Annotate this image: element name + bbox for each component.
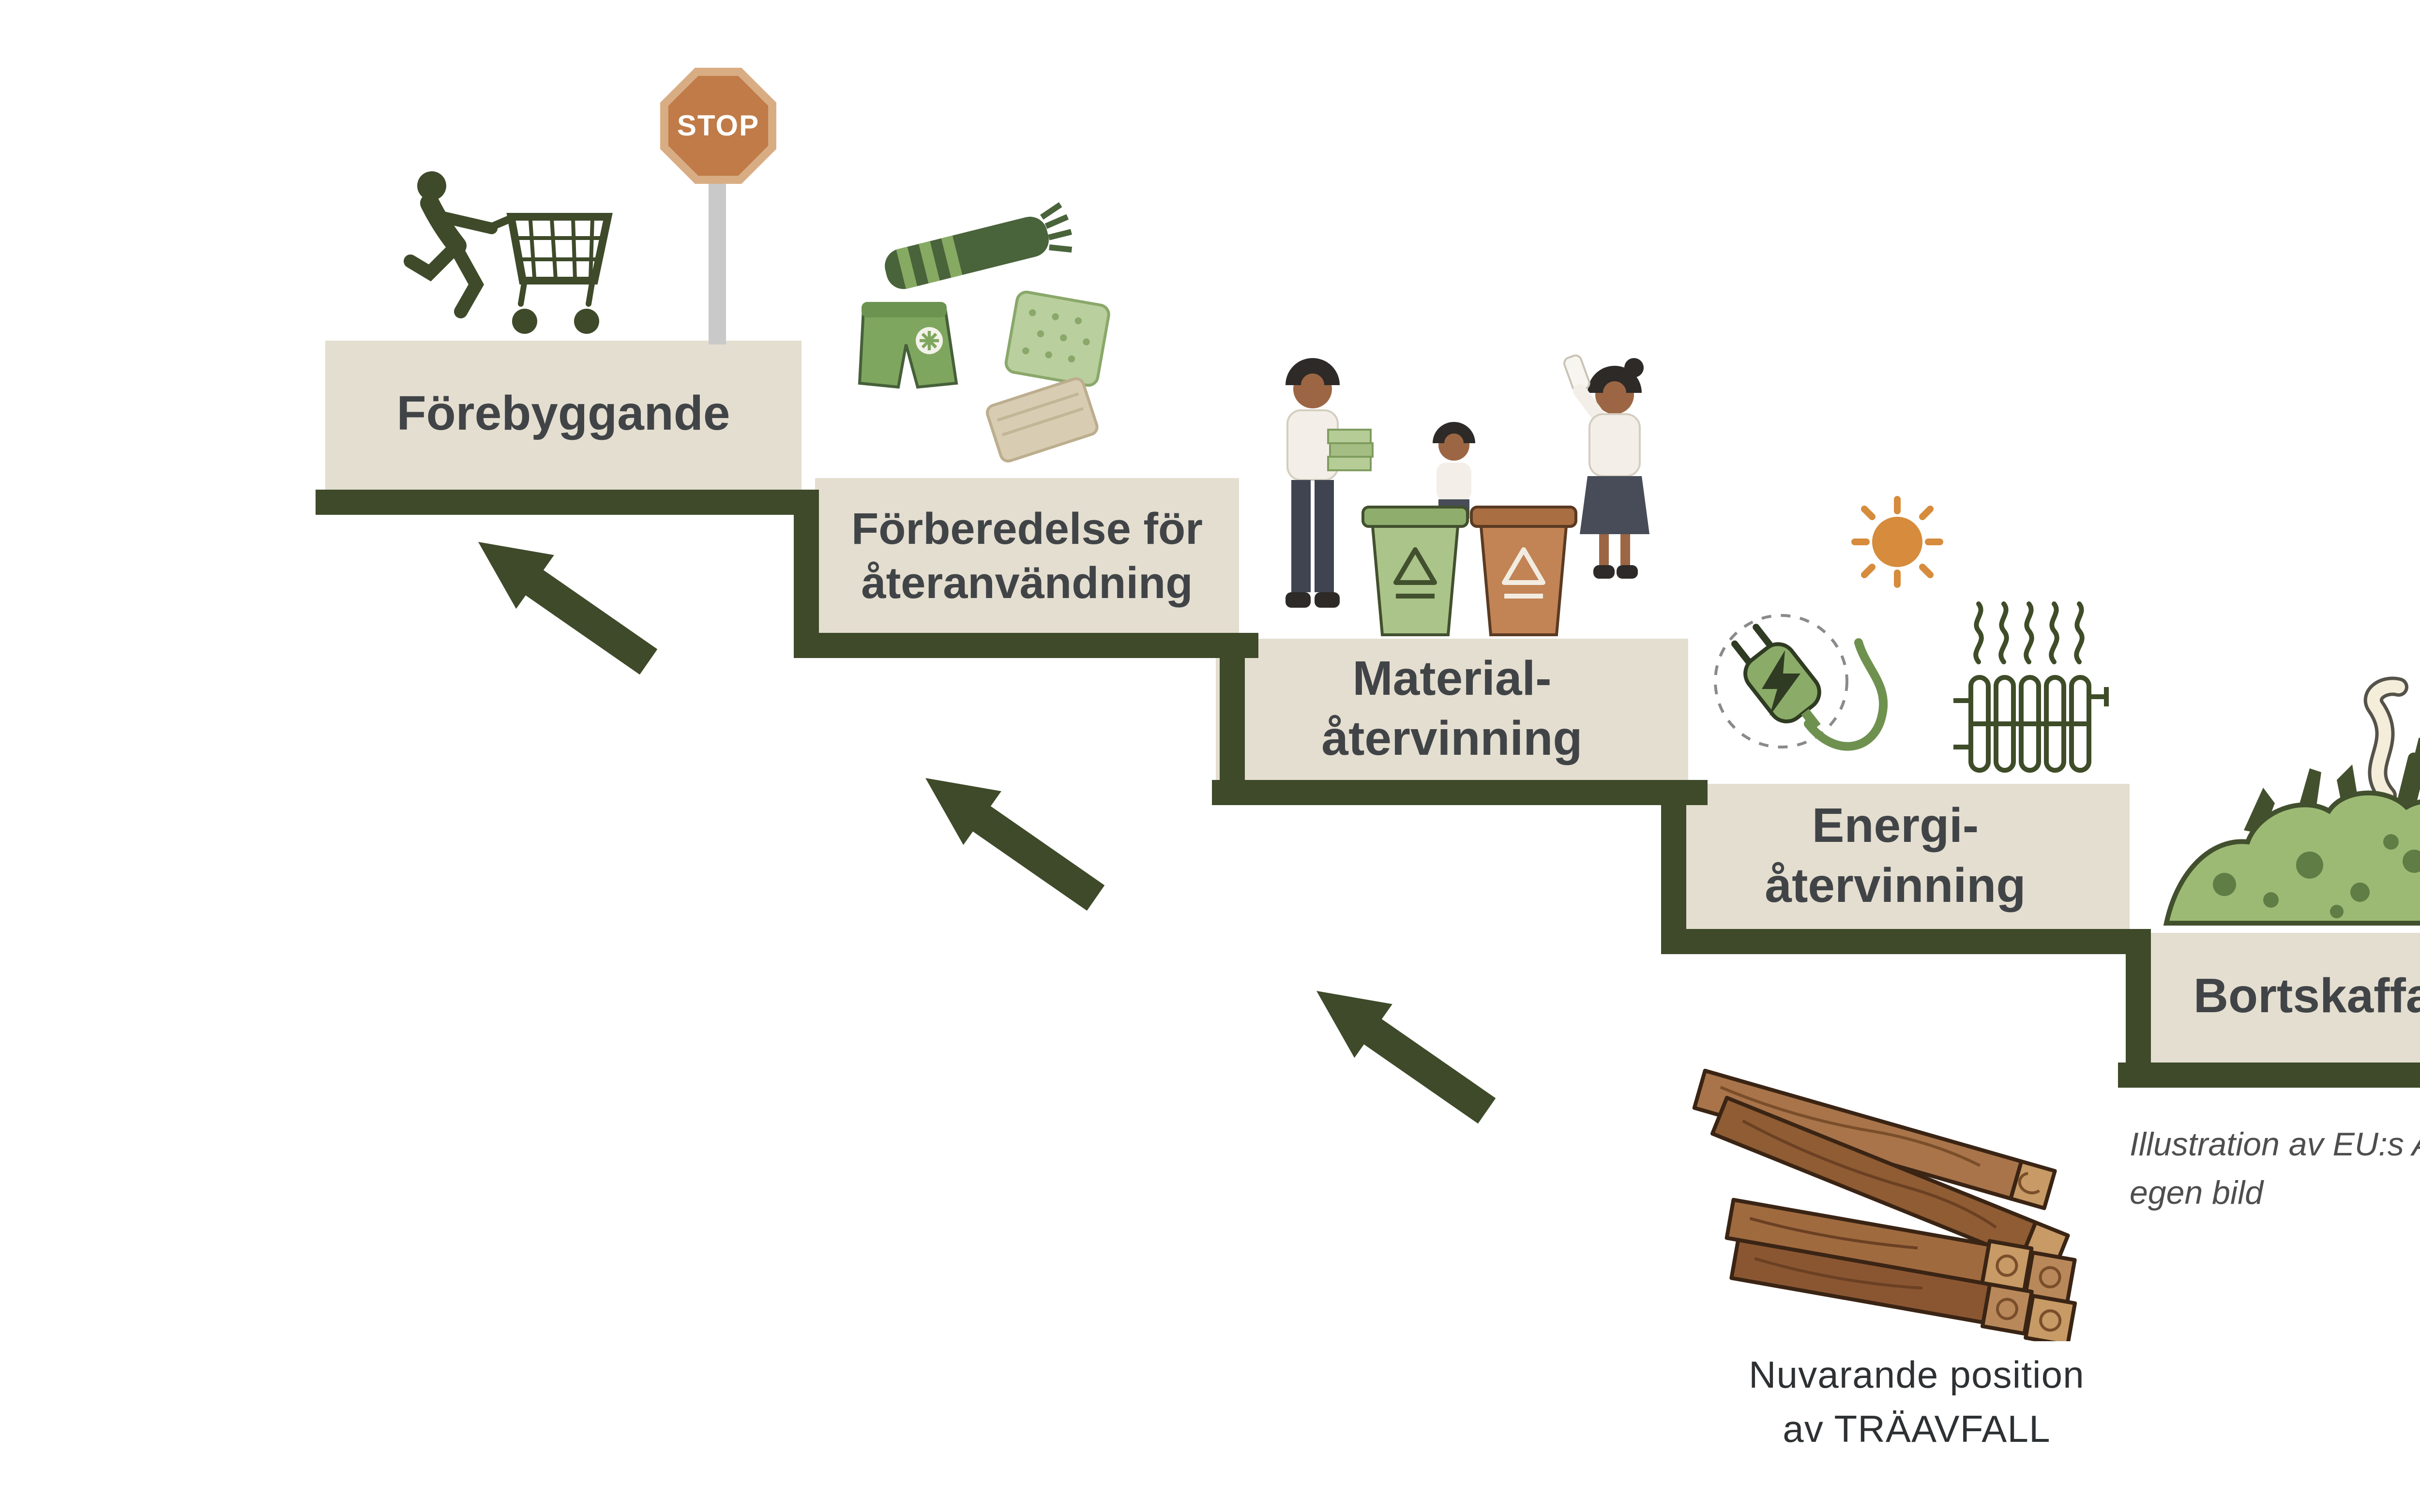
step-box-materialatervinning: Material- återvinning (1216, 639, 1688, 780)
image-caption: Illustration av EU:s Avfallshierarki, eg… (2130, 1123, 2420, 1218)
image-caption-line1: Illustration av EU:s Avfallshierarki, (2130, 1126, 2420, 1163)
step-label-bortskaffande: Bortskaffande (2193, 970, 2420, 1024)
step-label-material-line2: återvinning (1321, 711, 1583, 765)
image-caption-line2: egen bild (2130, 1174, 2264, 1211)
stop-sign-face: STOP (668, 75, 769, 176)
stair-riser-3 (1661, 780, 1686, 954)
step-label-forberedelse-line2: återanvändning (861, 557, 1193, 608)
shopper-with-cart-icon (404, 171, 613, 334)
step-label-energi-line1: Energi- (1812, 799, 1979, 853)
stair-edge-2 (815, 633, 1258, 658)
green-recycling-bin (1361, 506, 1469, 636)
stair-edge-1 (316, 490, 815, 515)
wood-position-note-line1: Nuvarande position (1749, 1355, 2085, 1397)
up-left-arrow-1 (478, 542, 658, 675)
people-sorting-bins-icon (1286, 354, 1649, 636)
step-box-energiatervinning: Energi- återvinning (1661, 784, 2130, 929)
stop-sign-text: STOP (677, 109, 760, 142)
step-label-forberedelse-line1: Förberedelse för (851, 503, 1203, 554)
stair-riser-4 (2126, 929, 2151, 1088)
stop-sign: STOP (660, 68, 776, 184)
mound-spots (2213, 834, 2420, 918)
up-left-arrow-3 (1316, 991, 1496, 1124)
energy-recovery-icon (1714, 496, 2109, 773)
textiles-reuse-icon (858, 202, 1110, 463)
waste-mound (2163, 790, 2420, 926)
sun-icon (1851, 496, 1943, 588)
step-label-energi-line2: återvinning (1765, 858, 2026, 913)
shorts (858, 302, 958, 389)
wood-position-note-line2: av TRÄAVFALL (1783, 1409, 2051, 1452)
power-plug-icon (1714, 614, 1888, 751)
wood-pile-icon (1692, 1068, 2077, 1341)
stair-edge-5 (2118, 1063, 2420, 1088)
folded-cloth (985, 377, 1099, 463)
step-label-forebyggande: Förebyggande (396, 388, 730, 442)
stair-riser-2 (1220, 633, 1245, 805)
woman-figure (1563, 354, 1649, 579)
step-box-bortskaffande: Bortskaffande (2126, 933, 2420, 1063)
step-label-material-line1: Material- (1352, 652, 1552, 706)
scarf (885, 202, 1073, 289)
step-box-forebyggande: Förebyggande (325, 341, 802, 490)
up-left-arrow-2 (925, 778, 1105, 911)
radiator-icon (1953, 601, 2109, 773)
stair-edge-4 (1661, 929, 2149, 954)
stop-sign-pole (709, 182, 726, 344)
smoke-plumes (2363, 676, 2408, 805)
step-box-forberedelse: Förberedelse för återanvändning (815, 478, 1239, 633)
child-figure (1433, 422, 1475, 519)
landfill-pile-icon (2163, 676, 2420, 926)
stair-riser-1 (794, 490, 819, 658)
man-figure (1286, 358, 1374, 608)
orange-recycling-bin (1470, 506, 1577, 636)
stair-edge-3 (1212, 780, 1708, 805)
wood-position-note: Nuvarande position av TRÄAVFALL (1684, 1349, 2149, 1458)
folded-sweater (1004, 290, 1110, 387)
stop-sign-border: STOP (660, 68, 776, 184)
